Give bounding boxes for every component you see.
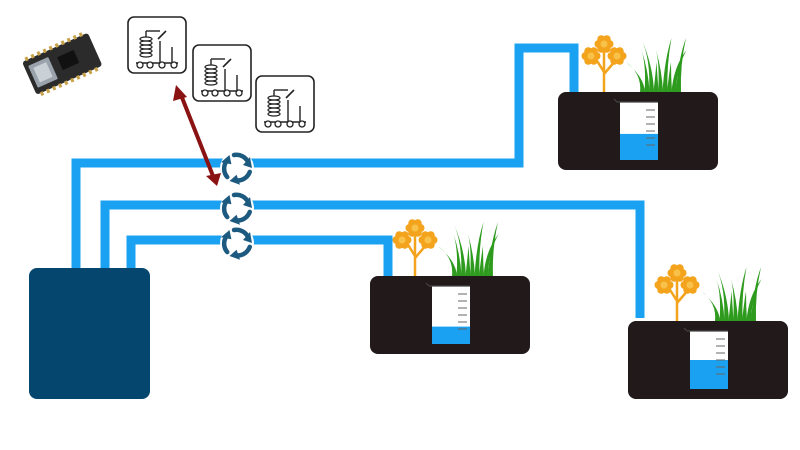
planter [628, 264, 788, 399]
microcontroller-board-icon [22, 32, 102, 97]
water-pipes [71, 43, 645, 318]
pipe-to-top-planter [71, 43, 579, 272]
planter [370, 219, 530, 354]
relay-module-icon [127, 16, 187, 74]
measuring-beaker-icon [613, 98, 658, 160]
flower-icon [392, 219, 438, 276]
grass-icon [701, 267, 762, 321]
pumps [220, 151, 254, 260]
measuring-beaker-icon [425, 282, 470, 344]
relay-modules [127, 16, 315, 133]
recycle-pump-icon [220, 191, 254, 225]
water-reservoir [29, 268, 150, 399]
planters [370, 35, 788, 399]
recycle-pump-icon [220, 226, 254, 260]
double-headed-arrow-icon [173, 85, 221, 186]
planter [558, 35, 718, 170]
recycle-pump-icon [220, 151, 254, 185]
relay-module-icon [192, 44, 252, 102]
measuring-beaker-icon [683, 327, 728, 389]
pipe-to-right-planter [100, 200, 645, 318]
flower-icon [654, 264, 700, 321]
grass-icon [438, 222, 499, 276]
relay-module-icon [255, 75, 315, 133]
grass-icon [626, 38, 687, 92]
flower-icon [581, 35, 627, 92]
pipe-to-middle-planter [126, 235, 393, 276]
